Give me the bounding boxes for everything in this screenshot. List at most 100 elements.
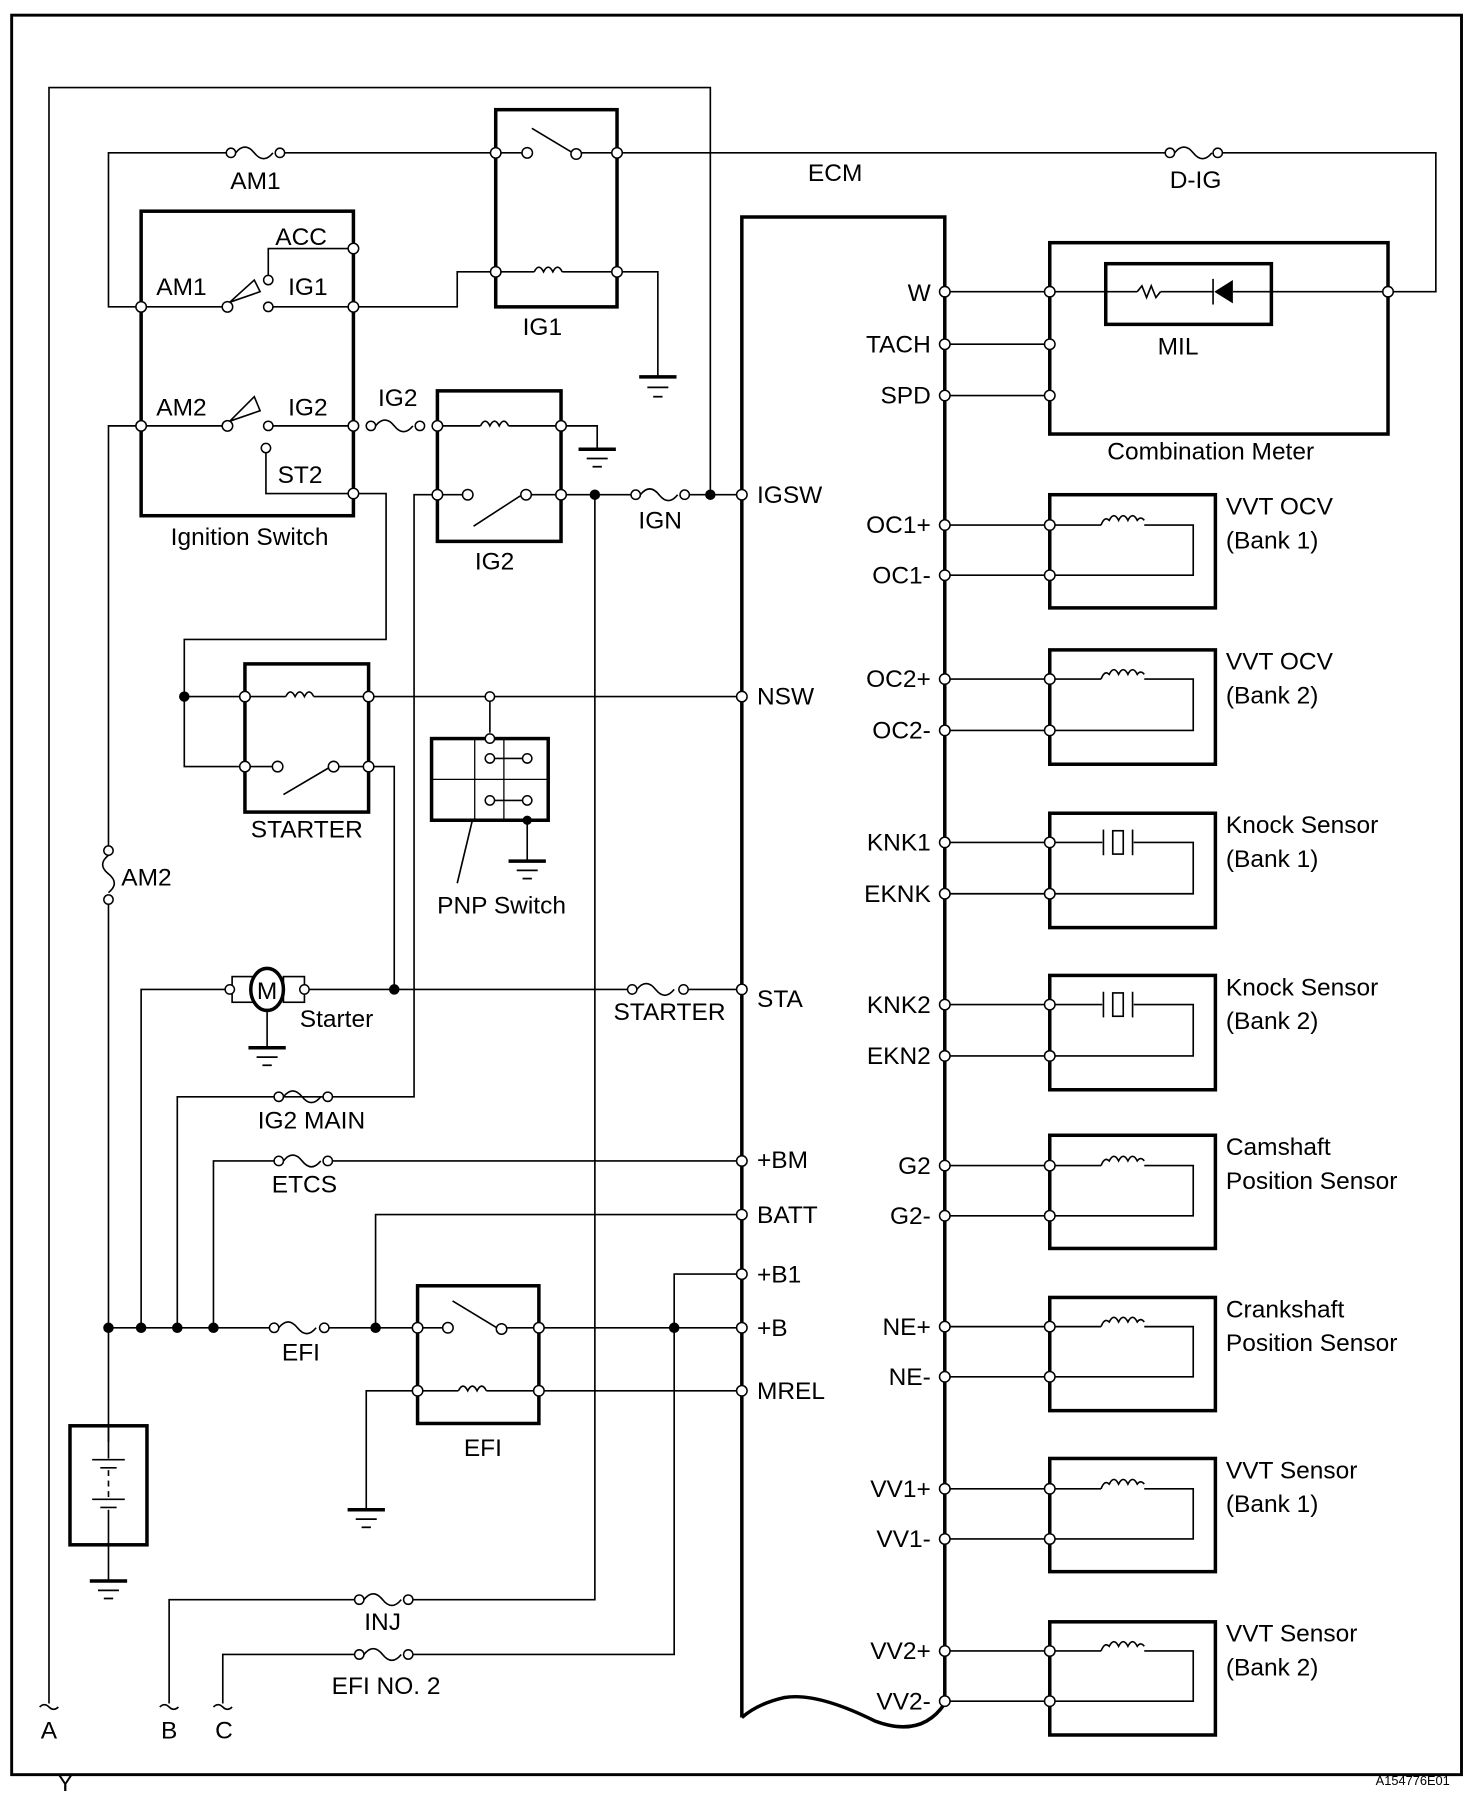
terminal	[938, 724, 951, 737]
junction	[103, 1322, 114, 1334]
vvt-sensor-bank1-label: VVT Sensor	[1226, 1457, 1358, 1484]
relay-ig1: IG1	[489, 107, 624, 341]
terminal	[1043, 1320, 1056, 1333]
fuse-d-ig: D-IG	[1164, 146, 1224, 194]
terminal	[1043, 1482, 1056, 1495]
relay-ig1-label: IG1	[523, 314, 562, 341]
wire-ig1-coil	[358, 271, 492, 308]
vvt-sensor-bank2: VV2+VV2-VVT Sensor(Bank 2)	[870, 1620, 1357, 1737]
coil-icon	[1100, 1640, 1145, 1652]
connector-c-label: C	[215, 1717, 233, 1744]
wire-inj	[408, 494, 596, 1601]
wire-am1	[107, 152, 1437, 308]
ignition-switch: ACC AM1 IG1 AM2 IG2 ST2 Ignition Switch	[135, 209, 360, 551]
crankshaft-position-sensor-box	[1048, 1295, 1218, 1413]
ground-icon	[639, 375, 677, 398]
motor-symbol: M	[257, 978, 277, 1005]
crankshaft-position-sensor-label-sub: Position Sensor	[1226, 1330, 1397, 1357]
terminal	[938, 673, 951, 686]
wire-starter-b	[140, 988, 226, 1328]
coil-icon	[1100, 668, 1145, 680]
ecm-terminal-label: EKNK	[864, 881, 931, 908]
corner-mark: Y	[57, 1770, 73, 1797]
ecm-terminals-left: IGSW NSW STA +BM BATT +B1 +B MREL	[735, 482, 825, 1405]
fuse-efi: EFI	[268, 1321, 330, 1366]
term-sta: STA	[757, 986, 803, 1013]
ign-ig2-label: IG2	[288, 394, 327, 421]
ecm-terminal-label: OC1+	[866, 512, 931, 539]
wire-am2	[107, 425, 137, 846]
terminal	[1043, 1644, 1056, 1657]
knock-sensor-bank2-label: Knock Sensor	[1226, 974, 1378, 1001]
junction	[705, 489, 716, 500]
ign-am1-label: AM1	[156, 274, 206, 301]
camshaft-position-sensor-box	[1048, 1133, 1218, 1251]
fuse-ig2-main-label: IG2 MAIN	[258, 1107, 365, 1134]
terminal	[938, 1695, 951, 1708]
ecm-terminal-label: EKN2	[867, 1043, 931, 1070]
fuse-starter-label: STARTER	[614, 999, 726, 1026]
vvt-sensor-bank2-label-sub: (Bank 2)	[1226, 1654, 1319, 1681]
vvt-ocv-bank1-label: VVT OCV	[1226, 494, 1334, 521]
fuse-etcs-label: ETCS	[272, 1171, 337, 1198]
terminal	[1043, 519, 1056, 532]
terminal	[1043, 1049, 1056, 1062]
combination-meter: MIL Combination Meter	[949, 240, 1395, 466]
wire-st2	[183, 492, 387, 696]
ecm-terminal-label: NE-	[889, 1364, 931, 1391]
coil-icon	[1100, 1478, 1145, 1490]
terminal	[938, 519, 951, 532]
knock-sensor-bank2-label-sub: (Bank 2)	[1226, 1008, 1319, 1035]
terminal	[938, 1532, 951, 1545]
junction	[370, 1322, 381, 1334]
pnp-switch: PNP Switch	[429, 691, 566, 920]
fuse-am2-label: AM2	[121, 865, 171, 892]
combination-meter-label: Combination Meter	[1107, 439, 1314, 466]
terminal	[938, 1320, 951, 1333]
wire-ig1-ground	[621, 271, 659, 376]
terminal	[938, 836, 951, 849]
vvt-ocv-bank1: OC1+OC1-VVT OCV(Bank 1)	[866, 492, 1334, 610]
ecm-terminal-label: OC1-	[872, 562, 930, 589]
wire-starter-relay-in	[183, 695, 241, 768]
ecm-terminal-label: KNK1	[867, 830, 931, 857]
vvt-sensor-bank1-label-sub: (Bank 1)	[1226, 1491, 1319, 1518]
vvt-ocv-bank2-box	[1048, 648, 1218, 766]
ecm-terminal-label: VV2-	[876, 1688, 930, 1715]
fuse-inj-label: INJ	[364, 1609, 401, 1636]
terminal	[1043, 1159, 1056, 1172]
wire-ig2-ground	[565, 425, 599, 450]
junction	[135, 1322, 147, 1334]
terminal	[1043, 724, 1056, 737]
ecm-terminal-label: OC2-	[872, 718, 930, 745]
vvt-ocv-bank2-label: VVT OCV	[1226, 649, 1334, 676]
vvt-sensor-bank2-box	[1048, 1620, 1218, 1737]
ecm-terminal-label: G2-	[890, 1203, 931, 1230]
term-b1: +B1	[757, 1261, 801, 1288]
knock-sensor-bank1-label-sub: (Bank 1)	[1226, 846, 1319, 873]
ground-icon	[508, 859, 546, 880]
relay-efi-label: EFI	[464, 1435, 502, 1462]
connector-b: B	[159, 1703, 180, 1744]
connector-a-label: A	[41, 1717, 58, 1744]
ign-st2-label: ST2	[278, 462, 323, 489]
knock-sensor-bank1-label: Knock Sensor	[1226, 812, 1378, 839]
fuse-etcs: ETCS	[272, 1154, 337, 1198]
relay-ig2: IG2	[431, 389, 568, 575]
connector-a: A	[39, 1703, 59, 1744]
junction	[208, 1322, 219, 1334]
terminal	[1043, 569, 1056, 582]
terminal	[938, 1370, 951, 1383]
fuse-d-ig-label: D-IG	[1170, 167, 1222, 194]
terminal	[938, 887, 951, 900]
terminal	[1043, 673, 1056, 686]
wire-a-loop	[48, 86, 712, 1704]
terminal	[1043, 836, 1056, 849]
fuse-am2: AM2	[101, 845, 172, 906]
wire-starter-out	[373, 765, 396, 990]
ground-icon	[248, 1046, 286, 1067]
ign-acc-label: ACC	[275, 224, 327, 251]
ecm-terminal-label: VV1-	[876, 1526, 930, 1553]
ignition-switch-label: Ignition Switch	[171, 524, 329, 551]
